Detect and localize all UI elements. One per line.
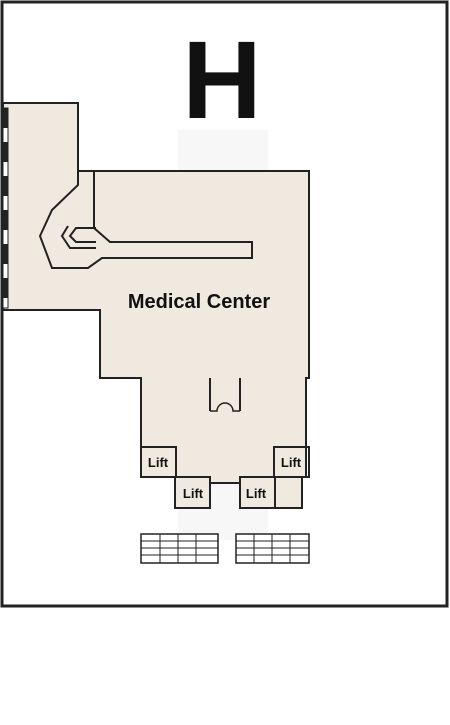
reception-desk bbox=[38, 171, 253, 269]
medical-center-label: Medical Center bbox=[128, 291, 270, 313]
lift-3-label: Lift bbox=[246, 486, 267, 501]
lift-1-label: Lift bbox=[148, 455, 169, 470]
lift-1[interactable] bbox=[140, 446, 177, 478]
reception-desk-counter-icon bbox=[60, 225, 96, 249]
deck-watermark-letter: H bbox=[182, 19, 261, 142]
double-door[interactable] bbox=[209, 378, 241, 412]
lift-4[interactable] bbox=[273, 446, 310, 478]
lift-3[interactable] bbox=[239, 476, 276, 509]
lift-4-label: Lift bbox=[281, 455, 302, 470]
lift-2[interactable] bbox=[174, 476, 211, 509]
stairs[interactable] bbox=[140, 533, 310, 564]
lift-2-label: Lift bbox=[183, 486, 204, 501]
hull-window-strip bbox=[2, 107, 9, 309]
